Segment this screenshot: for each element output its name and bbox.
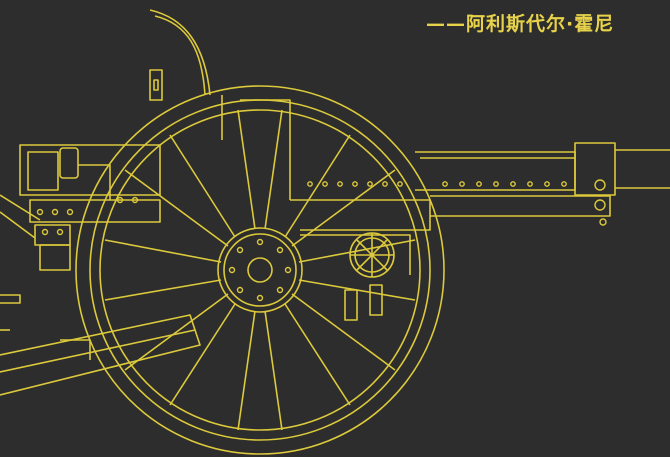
carriage-body	[0, 144, 161, 331]
cradle-rivets	[442, 179, 607, 226]
gun-barrel	[415, 142, 670, 217]
sight-bracket	[149, 69, 163, 101]
elevating-rod-inner	[154, 15, 206, 96]
recoil-mechanism	[221, 95, 431, 321]
elevating-rod	[149, 9, 211, 96]
caption-text: ——阿利斯代尔·霍尼	[426, 13, 615, 35]
elevating-gear-wheel	[349, 232, 395, 278]
spoked-wheel	[75, 85, 445, 455]
carriage-rivets	[36, 181, 403, 236]
